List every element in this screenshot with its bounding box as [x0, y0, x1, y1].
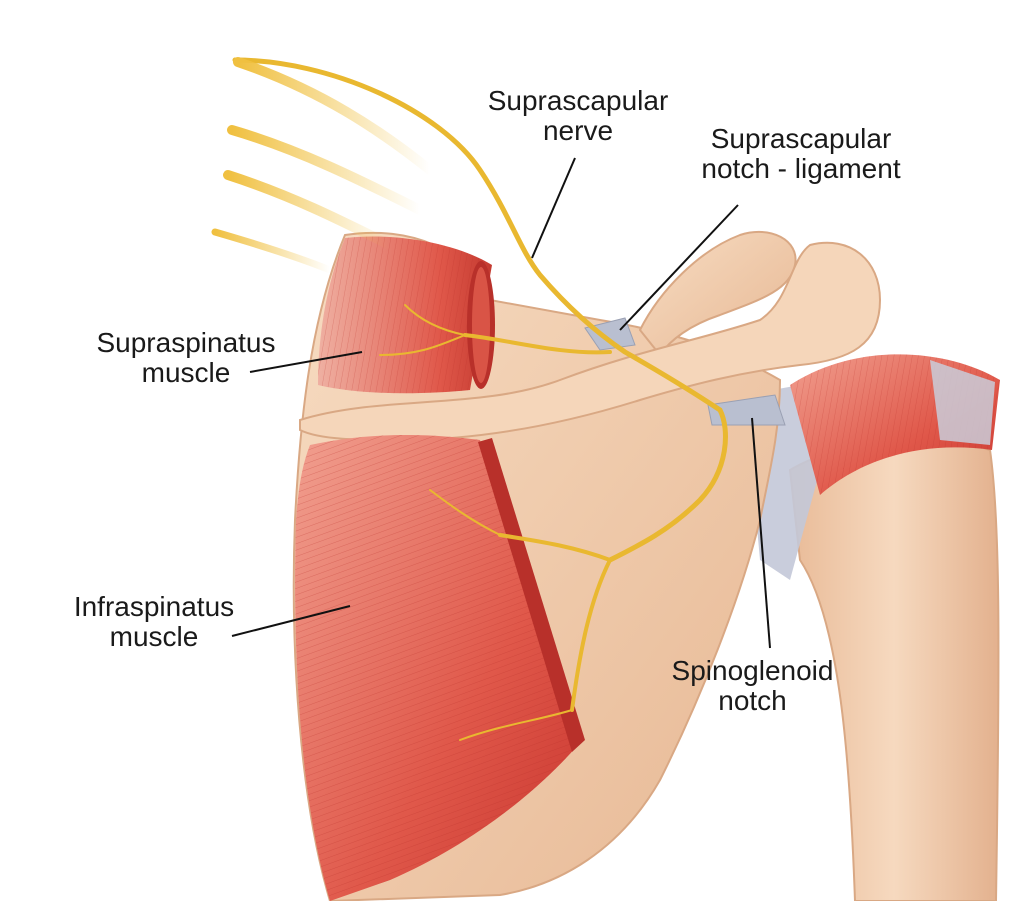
- posterior-rotator-muscle: [790, 354, 1000, 495]
- supraspinatus-muscle: [318, 236, 495, 394]
- label-infraspinatus-muscle: Infraspinatus muscle: [50, 592, 258, 652]
- spinoglenoid-ligament: [707, 394, 786, 426]
- label-notch-ligament-line2: notch - ligament: [701, 153, 901, 184]
- leader-spinoglenoid: [751, 417, 771, 649]
- label-infraspinatus-line2: muscle: [109, 621, 199, 652]
- infraspinatus-muscle: [295, 435, 585, 901]
- label-supraspinatus-line1: Supraspinatus: [96, 327, 276, 358]
- leader-notch-ligament: [619, 204, 739, 331]
- label-spinoglenoid-notch: Spinoglenoid notch: [645, 656, 860, 716]
- leader-supraspinatus: [249, 351, 363, 373]
- leader-suprascapular-nerve: [531, 157, 576, 259]
- coracoid-process: [638, 230, 797, 357]
- label-suprascapular-nerve-line2: nerve: [542, 115, 614, 146]
- label-suprascapular-nerve-line1: Suprascapular: [487, 85, 669, 116]
- brachial-plexus-nerves: [211, 57, 435, 274]
- label-infraspinatus-line1: Infraspinatus: [73, 591, 235, 622]
- label-supraspinatus-line2: muscle: [141, 357, 231, 388]
- label-spinoglenoid-line2: notch: [718, 685, 787, 716]
- leader-lines: [231, 157, 771, 649]
- acromion-spine: [299, 241, 882, 442]
- label-supraspinatus-muscle: Supraspinatus muscle: [70, 328, 302, 388]
- label-suprascapular-notch-ligament: Suprascapular notch - ligament: [676, 124, 926, 184]
- label-suprascapular-nerve: Suprascapular nerve: [462, 86, 694, 146]
- label-spinoglenoid-line1: Spinoglenoid: [671, 655, 834, 686]
- leader-infraspinatus: [231, 605, 351, 637]
- suprascapular-nerve: [232, 57, 728, 741]
- label-notch-ligament-line1: Suprascapular: [710, 123, 892, 154]
